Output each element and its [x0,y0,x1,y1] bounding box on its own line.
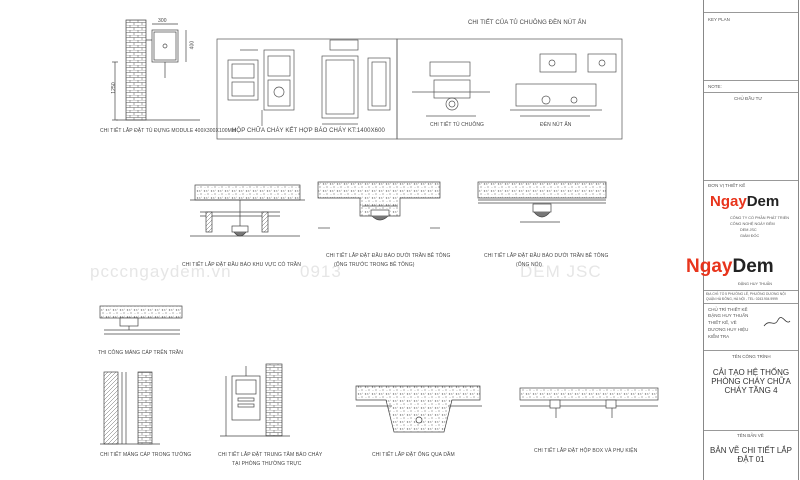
design-unit-label: ĐƠN VỊ THIẾT KẾ [708,183,746,188]
pipe-through-beam-detail [355,385,482,433]
watermark: 0913 [300,262,342,281]
cabinet-section-title: CHI TIẾT CỦA TỦ CHUÔNG ĐÈN NÚT ẤN [468,20,587,26]
logo-ngay-large: Ngay [686,256,733,277]
fire-bell-label: CHI TIẾT TỦ CHUÔNG [430,122,485,128]
under-concrete-label: CHI TIẾT LẮP ĐẶT ĐẦU BÁO DƯỚI TRẦN BÊ TÔ… [484,253,609,259]
fire-alarm-panel-detail [220,363,290,437]
key-plan-label: KEY PLAN [708,17,730,22]
box-label: CHI TIẾT LẮP ĐẶT HỘP BOX VÀ PHỤ KIỆN [534,448,638,454]
detector-under-concrete-detail [477,181,607,223]
role-3: DƯƠNG HUY HIỆU [708,327,749,332]
under-concrete-sub-label: (ỐNG NỔI) [516,262,542,268]
signer-name: ĐẶNG HUY THUẤN [738,282,773,286]
under-beam-label: CHI TIẾT LẮP ĐẶT ĐẦU BÁO DƯỚI TRẦN BÊ TÔ… [326,253,451,259]
company-line-1: CÔNG TY CỔ PHẦN PHÁT TRIỂN [730,216,790,220]
tray-ceiling-label: THI CÔNG MÁNG CÁP TRÊN TRẦN [98,350,183,356]
under-beam-sub-label: (ỐNG TRƯỚC TRONG BÊ TÔNG) [334,262,415,268]
logo-ngay: Ngay [710,193,747,210]
project-name: CẢI TẠO HỆ THỐNG PHÒNG CHÁY CHỮA CHÁY TẦ… [711,368,791,395]
director-label: GIÁM ĐỐC [740,234,760,238]
bell-button-cabinet [412,53,617,117]
tray-wall-label: CHI TIẾT MÁNG CÁP TRONG TƯỜNG [100,452,192,458]
module-cabinet-label: CHI TIẾT LẮP ĐẶT TỦ ĐỰNG MODULE 400X300X… [100,128,237,134]
owner-label: CHỦ ĐẦU TƯ [734,96,763,101]
role-1-name: ĐẶNG HUY THUẤN [708,313,749,318]
note-label: NOTE: [708,84,722,89]
watermark: pcccngaydem.vn [90,262,232,281]
address-2: QUẬN HÀ ĐÔNG, HÀ NỘI - TEL: 0243.904.999… [706,297,778,301]
cable-tray-ceiling-detail [99,305,183,335]
drawing-label: TÊN BẢN VẼ [737,433,764,438]
panel-label: CHI TIẾT LẮP ĐẶT TRUNG TÂM BÁO CHÁY [218,452,323,458]
detector-ceiling-detail [190,184,305,237]
button-label: ĐÈN NÚT ẤN [540,122,572,128]
signature [763,317,791,327]
box-accessories-detail [519,387,659,418]
company-logo-large: NgayDem [686,256,774,278]
panel-sub-label: TẠI PHÒNG THƯỜNG TRỰC [232,461,302,467]
dim-300: 300 [158,18,167,24]
combo-cabinet-frame [216,38,623,140]
company-line-3: DEM JSC [740,228,757,232]
title-block: KEY PLAN NOTE: CHỦ ĐẦU TƯ ĐƠN VỊ THIẾT K… [686,0,799,480]
drawing-name: BẢN VẼ CHI TIẾT LẮP ĐẶT 01 [710,446,792,464]
company-line-2: CÔNG NGHỆ NGÀY ĐÊM [730,222,775,226]
address: ĐỊA CHỈ: TỔ 5 PHƯỜNG LÊ, PHƯỜNG DƯƠNG NỘ… [706,292,786,296]
watermark: DEM JSC [520,262,602,281]
dim-400: 400 [189,40,196,50]
role-1: CHỦ TRÌ THIẾT KẾ [708,307,748,312]
pipe-beam-label: CHI TIẾT LẮP ĐẶT ỐNG QUA DẦM [372,452,455,458]
logo-dem-large: Dem [732,256,774,277]
role-4: KIỂM TRA [708,334,730,339]
ceiling-detector-label: CHI TIẾT LẮP ĐẶT ĐẦU BÁO KHU VỰC CÓ TRẦN [182,262,301,268]
cable-tray-wall-detail [100,371,160,445]
logo-dem: Dem [746,193,780,210]
combo-cabinet-label: HỘP CHỮA CHÁY KẾT HỢP BÁO CHÁY KT:1400X6… [232,128,385,134]
detector-under-beam-detail [317,181,441,229]
dim-1250: 1250 [110,82,117,94]
module-cabinet-detail [112,19,200,121]
role-2: THIẾT KẾ, VẼ [708,320,737,325]
company-logo: NgayDem [710,193,779,210]
project-label: TÊN CÔNG TRÌNH [732,354,771,359]
